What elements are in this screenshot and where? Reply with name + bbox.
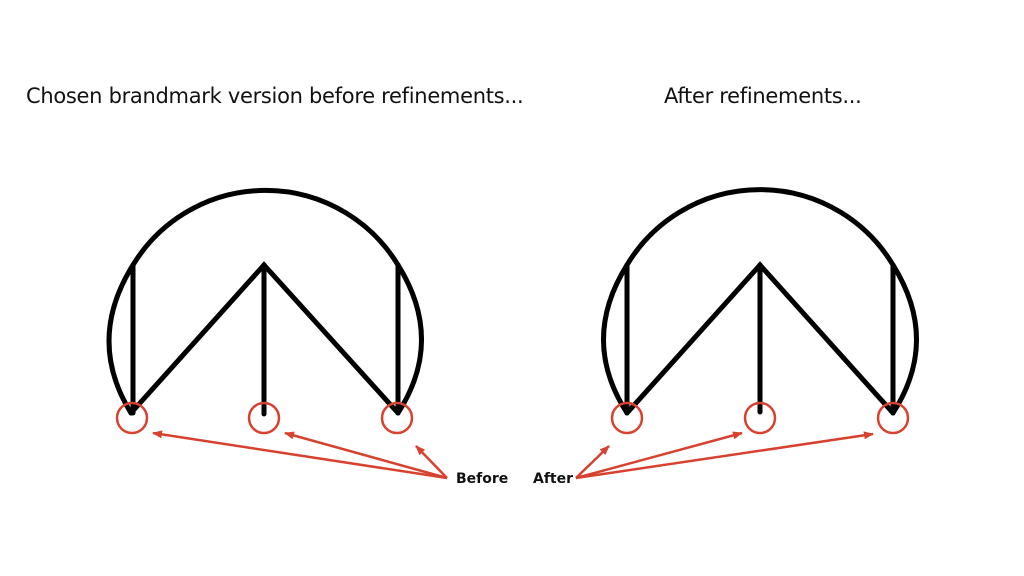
highlight-circles xyxy=(115,401,910,435)
brandmark-before-arc xyxy=(130,188,401,268)
brandmark-before-left-curve xyxy=(106,262,136,416)
before-label: Before xyxy=(456,471,509,487)
brandmark-after-left-curve xyxy=(601,262,630,416)
before-heading: Chosen brandmark version before refineme… xyxy=(26,84,524,108)
highlight-circle-after-left xyxy=(610,401,644,435)
annotation-arrows xyxy=(152,430,874,480)
arrow-before-to-right xyxy=(415,445,448,479)
arrow-after-to-right xyxy=(575,431,874,480)
brandmark-after xyxy=(601,187,919,416)
after-heading: After refinements... xyxy=(664,84,862,108)
highlight-circle-before-center xyxy=(247,401,281,435)
highlight-circle-before-left xyxy=(115,401,149,435)
brandmark-after-arc xyxy=(624,187,896,268)
arrow-before-to-left xyxy=(152,430,448,480)
brandmark-after-right-curve xyxy=(890,262,919,416)
arrow-before-to-center xyxy=(284,431,448,480)
brandmark-before xyxy=(106,188,424,417)
highlight-circle-after-center xyxy=(743,401,777,435)
arrow-after-to-left xyxy=(575,445,610,479)
brandmark-before-right-curve xyxy=(395,262,424,416)
highlight-circle-after-right xyxy=(876,401,910,435)
arrow-after-to-center xyxy=(575,431,743,480)
highlight-circle-before-right xyxy=(380,401,414,435)
after-label: After xyxy=(533,471,574,487)
